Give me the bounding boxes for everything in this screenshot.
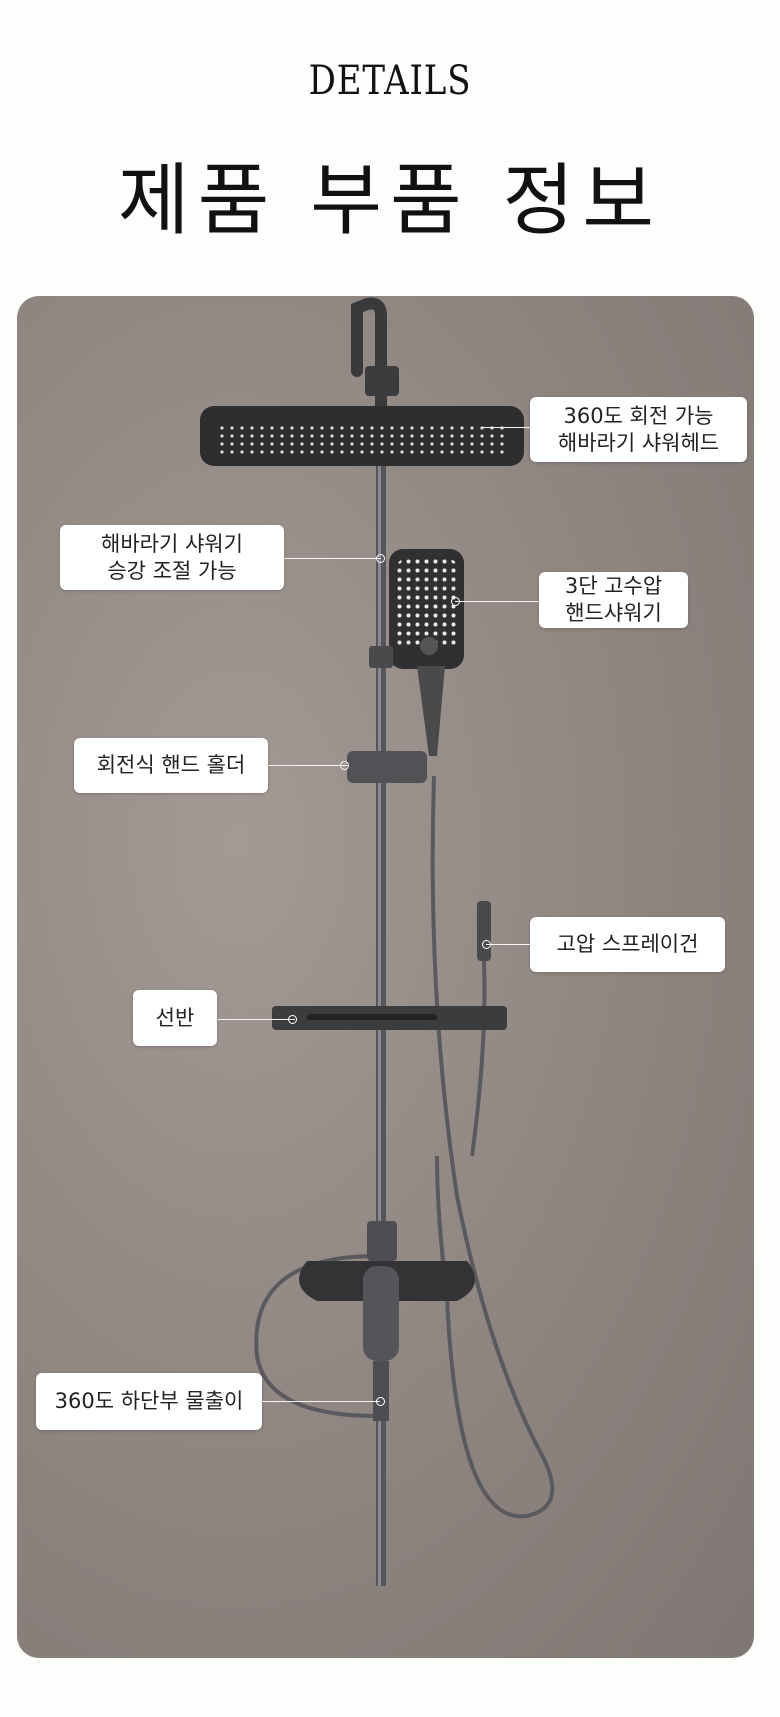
leader-line xyxy=(268,765,348,766)
label-bottom-spout: 360도 하단부 물출이 xyxy=(36,1373,262,1430)
label-text: 3단 고수압 xyxy=(564,574,663,598)
leader-line xyxy=(284,558,381,559)
label-text: 해바라기 샤워헤드 xyxy=(557,430,720,455)
product-diagram: 360도 회전 가능 해바라기 샤워헤드 해바라기 샤워기 승강 조절 가능 3… xyxy=(17,296,754,1658)
label-text: 선반 xyxy=(155,1005,195,1030)
shower-system-illustration xyxy=(200,297,555,1586)
point-marker xyxy=(288,1015,297,1024)
page-title: 제품 부품 정보 xyxy=(117,156,663,246)
label-height-adjustable: 해바라기 샤워기 승강 조절 가능 xyxy=(60,525,284,590)
label-text: 360도 하단부 물출이 xyxy=(54,1389,244,1413)
label-text: 승강 조절 가능 xyxy=(107,558,237,583)
label-text: 회전식 핸드 홀더 xyxy=(96,753,246,777)
point-marker xyxy=(451,597,460,606)
label-text: 해바라기 샤워기 xyxy=(101,531,243,556)
leader-line xyxy=(262,1401,380,1402)
label-text: 360도 회전 가능 xyxy=(563,403,714,428)
point-marker xyxy=(376,554,385,563)
leader-line xyxy=(217,1019,295,1020)
label-shelf: 선반 xyxy=(133,990,217,1046)
leader-line xyxy=(455,601,539,602)
label-hand-shower: 3단 고수압 핸드샤워기 xyxy=(539,572,688,628)
point-marker xyxy=(376,1397,385,1406)
point-marker xyxy=(340,761,349,770)
point-marker xyxy=(482,940,491,949)
label-spray-gun: 고압 스프레이건 xyxy=(530,917,725,972)
label-rain-shower-head: 360도 회전 가능 해바라기 샤워헤드 xyxy=(530,397,747,462)
label-text: 고압 스프레이건 xyxy=(556,932,699,956)
leader-line xyxy=(482,427,530,428)
leader-line xyxy=(486,944,530,945)
label-text: 핸드샤워기 xyxy=(565,601,662,625)
label-rotating-holder: 회전식 핸드 홀더 xyxy=(74,738,268,793)
details-eyebrow: DETAILS xyxy=(308,58,472,104)
